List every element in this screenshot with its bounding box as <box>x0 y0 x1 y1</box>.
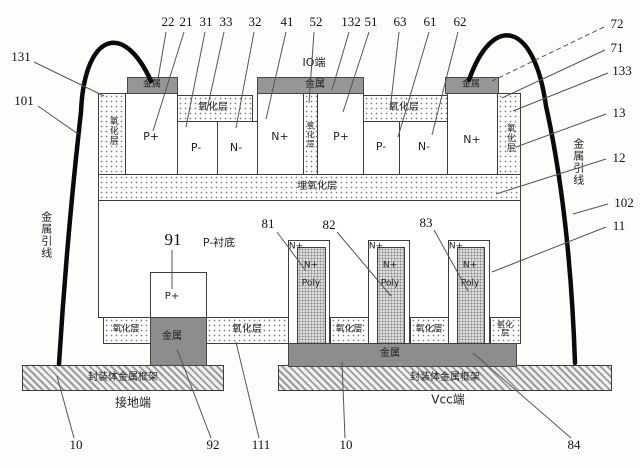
callout-71: 71 <box>610 40 624 55</box>
metal-plug-label: 金属 <box>162 330 182 342</box>
bottom-oxide-e-label: 氧化层 <box>497 320 513 338</box>
callout-13: 13 <box>612 105 626 120</box>
bottom-oxide-a-label: 氧化层 <box>112 324 140 335</box>
region-p-plus-right-label: P+ <box>333 130 349 144</box>
callout-101: 101 <box>14 93 34 108</box>
region-p-plus-left-label: P+ <box>143 130 159 144</box>
buried-oxide-label: 埋氧化层 <box>297 180 337 192</box>
bottom-oxide-d-label: 氧化层 <box>415 324 443 335</box>
metal-lead-right-label: 金属引线 <box>571 138 585 186</box>
buried-oxide-layer <box>98 174 521 201</box>
callout-41: 41 <box>280 14 294 29</box>
trench-3-poly-np: N+ <box>462 260 478 271</box>
callout-111: 111 <box>251 437 271 452</box>
callout-91: 91 <box>164 230 182 249</box>
package-frame-left-label: 封装体金属框架 <box>88 371 158 383</box>
region-p-minus-right-label: P- <box>375 140 387 154</box>
bottom-oxide-c-label: 氧化层 <box>335 324 363 335</box>
callout-82: 82 <box>322 217 336 232</box>
callout-31: 31 <box>199 14 213 29</box>
vcc-terminal-label: Vcc端 <box>431 392 465 407</box>
callout-22: 22 <box>161 14 175 29</box>
ground-terminal-label: 接地端 <box>114 395 152 410</box>
callout-12: 12 <box>612 150 626 165</box>
callout-83: 83 <box>419 215 433 230</box>
trench-2-poly-label: Poly <box>380 278 400 289</box>
metal-bar-vcc <box>288 343 517 367</box>
oxide-strip-right-label: 氧化层 <box>504 123 515 153</box>
oxide-strip-middle-label: 氧化层 <box>306 121 316 149</box>
callout-81: 81 <box>261 216 275 231</box>
callout-131: 131 <box>11 49 31 64</box>
callout-21: 21 <box>179 14 193 29</box>
callout-133: 133 <box>612 63 632 78</box>
callout-63: 63 <box>393 14 407 29</box>
region-n-minus-left-label: N- <box>229 141 243 155</box>
region-n-plus-left-label: N+ <box>271 130 289 144</box>
io-terminal-label: IO端 <box>302 56 326 70</box>
callout-92: 92 <box>206 437 220 452</box>
callout-102: 102 <box>614 195 634 210</box>
callout-51: 51 <box>364 14 378 29</box>
trench-1-poly-np: N+ <box>303 260 319 271</box>
trench-3-np-label: N+ <box>448 241 464 252</box>
callout-132: 132 <box>341 14 361 29</box>
trench-2-poly-np: N+ <box>382 260 398 271</box>
p-substrate-label: P-衬底 <box>202 236 236 250</box>
region-p-minus-left-label: P- <box>190 141 202 155</box>
trench-1-np-label: N+ <box>288 241 304 252</box>
callout-61: 61 <box>423 14 437 29</box>
oxide-box-left-label: 氧化层 <box>198 101 228 113</box>
p-plus-plug-label: P+ <box>164 290 180 302</box>
oxide-strip-left-label: 氧化层 <box>107 116 118 146</box>
region-n-minus-right-label: N- <box>417 140 431 154</box>
trench-2-np-label: N+ <box>368 241 384 252</box>
metal-lead-left-label: 金属引线 <box>39 211 53 259</box>
metal-cap-left-label: 金属 <box>142 79 162 90</box>
trench-1-poly-label: Poly <box>301 278 321 289</box>
region-n-plus-right-label: N+ <box>463 133 481 147</box>
callout-84: 84 <box>567 437 581 452</box>
callout-10-right: 10 <box>339 437 353 452</box>
package-frame-right-label: 封装体金属框架 <box>410 371 480 383</box>
callout-33: 33 <box>219 14 233 29</box>
metal-cap-right-label: 金属 <box>461 79 481 90</box>
metal-cap-io-label: 金属 <box>305 78 325 90</box>
oxide-box-right-label: 氧化层 <box>389 101 419 113</box>
trench-3-poly-label: Poly <box>460 278 480 289</box>
callout-72: 72 <box>610 16 624 31</box>
callout-11: 11 <box>612 218 626 233</box>
callout-10-left: 10 <box>69 437 83 452</box>
callout-32: 32 <box>248 14 262 29</box>
callout-62: 62 <box>453 14 467 29</box>
bottom-oxide-b-label: 氧化层 <box>232 323 262 335</box>
metal-bar-label: 金属 <box>380 347 400 359</box>
callout-52: 52 <box>309 14 323 29</box>
